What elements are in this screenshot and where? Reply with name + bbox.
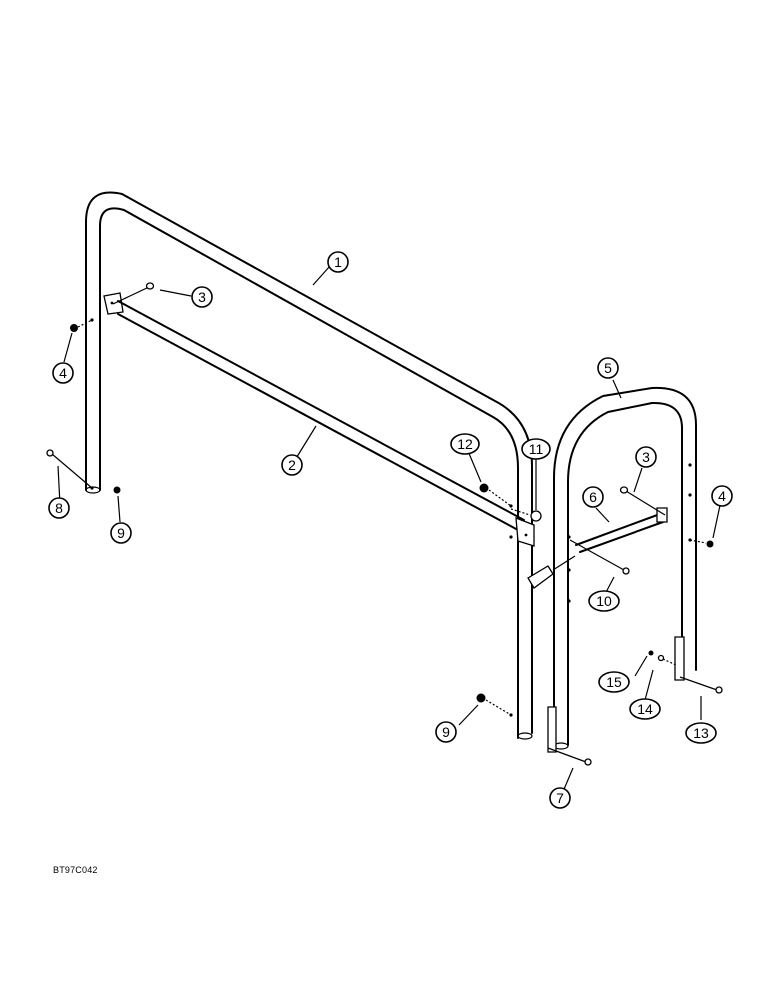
hoop-part-5 — [547, 386, 697, 753]
callout-9-lower: 9 — [435, 721, 457, 743]
svg-text:9: 9 — [442, 724, 450, 740]
callout-4-right: 4 — [711, 485, 733, 507]
svg-text:13: 13 — [693, 725, 709, 741]
svg-text:2: 2 — [288, 457, 296, 473]
callout-leaders — [57, 265, 723, 795]
callout-3-upper: 3 — [191, 286, 213, 308]
callout-7: 7 — [549, 787, 571, 809]
svg-text:10: 10 — [596, 593, 612, 609]
svg-text:12: 12 — [457, 436, 473, 452]
svg-text:6: 6 — [589, 489, 597, 505]
callout-3-right: 3 — [635, 446, 657, 468]
callout-11: 11 — [521, 438, 551, 460]
brace-part-2 — [103, 292, 535, 547]
callout-12: 12 — [450, 433, 480, 455]
svg-text:3: 3 — [198, 289, 206, 305]
svg-text:8: 8 — [55, 500, 63, 516]
svg-text:15: 15 — [606, 674, 622, 690]
callout-15: 15 — [598, 671, 630, 693]
callout-14: 14 — [629, 698, 661, 720]
svg-text:4: 4 — [59, 365, 67, 381]
svg-text:14: 14 — [637, 701, 653, 717]
svg-text:7: 7 — [556, 790, 564, 806]
callout-4-left: 4 — [52, 362, 74, 384]
callout-1: 1 — [327, 251, 349, 273]
svg-text:5: 5 — [604, 360, 612, 376]
callout-10: 10 — [588, 590, 620, 612]
callout-9-left: 9 — [110, 522, 132, 544]
callout-5: 5 — [597, 357, 619, 379]
svg-text:4: 4 — [718, 488, 726, 504]
svg-text:3: 3 — [642, 449, 650, 465]
svg-text:1: 1 — [334, 254, 342, 270]
svg-text:11: 11 — [529, 441, 544, 457]
hoop-part-1 — [85, 191, 533, 740]
drawing-code: BT97C042 — [53, 865, 98, 875]
svg-text:9: 9 — [117, 525, 125, 541]
callout-8: 8 — [48, 497, 70, 519]
callout-2: 2 — [281, 454, 303, 476]
callout-6: 6 — [582, 486, 604, 508]
callout-13: 13 — [685, 722, 717, 744]
hardware — [46, 282, 723, 766]
brace-part-6 — [527, 507, 668, 589]
